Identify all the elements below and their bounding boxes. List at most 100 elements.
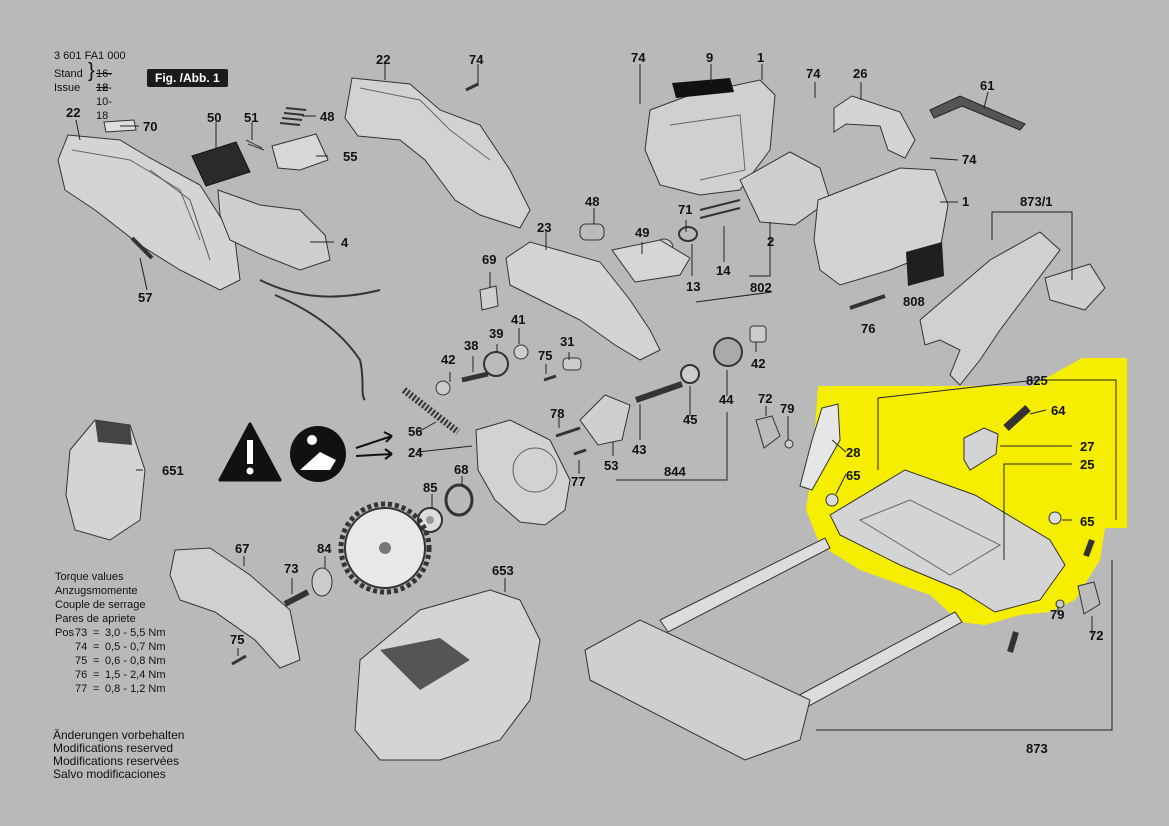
label-79b: 79: [1050, 607, 1064, 622]
label-74d: 74: [962, 152, 977, 167]
torque-title-es: Pares de apriete: [55, 613, 136, 625]
read-manual-icon: [290, 426, 346, 482]
label-1a: 1: [757, 50, 764, 65]
battery-contact-part-50: [191, 141, 251, 187]
ring-part-71: [678, 226, 698, 242]
torque-title-en: Torque values: [55, 571, 124, 583]
switch-unit-part-4: [217, 189, 381, 401]
torque-title-fr: Couple de serrage: [55, 599, 146, 611]
spring-part-48: [279, 107, 307, 126]
washer-part-79a: [784, 439, 794, 449]
screw-part-75b: [231, 654, 247, 666]
cover-part-67: [169, 547, 301, 669]
label-78: 78: [550, 406, 564, 421]
plate-part-49: [611, 239, 691, 283]
screw-part-74a: [465, 82, 479, 92]
label-41: 41: [511, 312, 525, 327]
label-84: 84: [317, 541, 332, 556]
knob-part-72b: [1077, 581, 1101, 615]
screw-part-base-a: [1083, 538, 1095, 558]
handle-housing-part-22: [57, 134, 241, 291]
issue-label: Issue: [54, 82, 81, 94]
nut-part-42b: [749, 325, 767, 343]
washer-part-65b: [1048, 511, 1062, 525]
label-65a: 65: [846, 468, 860, 483]
label-65b: 65: [1080, 514, 1094, 529]
label-653: 653: [492, 563, 514, 578]
bearing-part-45: [680, 364, 700, 384]
note-de: Änderungen vorbehalten: [53, 728, 185, 742]
label-74c: 74: [806, 66, 821, 81]
dust-adapter-part-873-1: [919, 231, 1106, 386]
stand-label: Stand: [54, 68, 83, 80]
label-14: 14: [716, 263, 731, 278]
label-39: 39: [489, 326, 503, 341]
screw-part-base-b: [1007, 631, 1019, 653]
riving-knife-part-28: [799, 403, 841, 491]
gear-part-44: [713, 337, 743, 367]
torque-row: 75=0,6 - 0,8 Nm: [75, 655, 166, 667]
label-31: 31: [560, 334, 574, 349]
part-number-labels: 22 70 50 51 48 55 22 74 4 57 74 9 1 74 2…: [66, 50, 1103, 756]
label-56: 56: [408, 424, 422, 439]
screw-part-77: [573, 448, 587, 456]
label-22a: 22: [66, 105, 80, 120]
label-79a: 79: [780, 401, 794, 416]
label-2: 2: [767, 234, 774, 249]
label-plate-part-9: [672, 78, 734, 98]
label-13: 13: [686, 279, 700, 294]
label-part-808: [906, 242, 944, 286]
label-25: 25: [1080, 457, 1094, 472]
modification-notes: Änderungen vorbehalten Modifications res…: [53, 729, 184, 781]
label-72b: 72: [1089, 628, 1103, 643]
switch-button-part-55: [271, 133, 329, 171]
pos-label: Pos: [55, 627, 74, 639]
parallel-guide-part-873: [584, 537, 963, 761]
note-es: Salvo modificaciones: [53, 767, 166, 781]
label-45: 45: [683, 412, 697, 427]
label-67: 67: [235, 541, 249, 556]
label-75b: 75: [230, 632, 244, 647]
label-73: 73: [284, 561, 298, 576]
label-651: 651: [162, 463, 184, 478]
spring-part-51: [245, 139, 265, 151]
label-51: 51: [244, 110, 258, 125]
label-75a: 75: [538, 348, 552, 363]
torque-values-table: Torque values Anzugsmomente Couple de se…: [55, 570, 166, 696]
leader-lines: [75, 64, 1117, 731]
label-68: 68: [454, 462, 468, 477]
label-77: 77: [571, 474, 585, 489]
label-49: 49: [635, 225, 649, 240]
base-plate-part-25: [829, 469, 1066, 613]
screw-part-75a: [543, 374, 557, 382]
washer-part-65a: [825, 493, 839, 507]
new-date: 18-10-18: [96, 82, 112, 122]
torque-row: 77=0,8 - 1,2 Nm: [75, 683, 166, 695]
charger-part-653: [354, 589, 541, 761]
label-23: 23: [537, 220, 551, 235]
label-53: 53: [604, 458, 618, 473]
spring-part-48b: [579, 223, 605, 241]
lower-guard-part-24: [475, 419, 571, 526]
label-42a: 42: [441, 352, 455, 367]
part-number: 3 601 FA1 000: [54, 50, 126, 62]
revision-block: Stand } 16-12 Issue 18-10-18: [54, 60, 112, 122]
spring-part-56: [401, 387, 461, 435]
torque-title-de: Anzugsmomente: [55, 585, 138, 597]
pointer-arrows: [355, 431, 393, 460]
warning-triangle-icon: [218, 422, 282, 482]
clamp-part-69: [479, 285, 499, 311]
label-71: 71: [678, 202, 692, 217]
flange-part-53: [579, 394, 631, 446]
pin-part-64: [1003, 405, 1031, 431]
bearing-part-41: [513, 344, 529, 360]
guard-part-23: [505, 241, 661, 361]
battery-part-651: [65, 419, 146, 541]
label-873: 873: [1026, 741, 1048, 756]
label-74b: 74: [631, 50, 646, 65]
label-48b: 48: [585, 194, 599, 209]
label-48a: 48: [320, 109, 334, 124]
note-fr: Modifications reservées: [53, 754, 180, 768]
label-28: 28: [846, 445, 860, 460]
